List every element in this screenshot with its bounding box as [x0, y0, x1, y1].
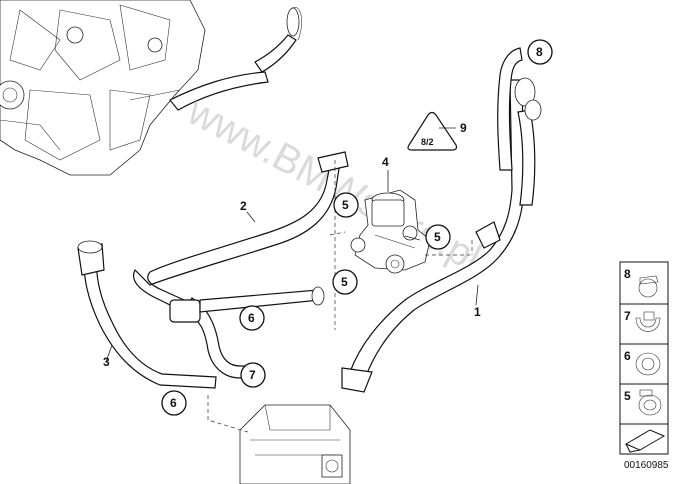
- legend-box-7: [619, 303, 669, 345]
- part-label-9: 9: [460, 121, 467, 135]
- hose-2: [133, 151, 349, 311]
- callout-5-right: 5: [425, 224, 451, 250]
- svg-text:5: 5: [341, 275, 348, 289]
- callout-8: 8: [527, 39, 553, 65]
- engine-block-illustration: [0, 0, 302, 176]
- warning-sign-text: 8/2: [421, 137, 434, 147]
- document-number: 00160985: [624, 460, 669, 471]
- legend-label-5: 5: [624, 389, 631, 403]
- reference-lines: [207, 160, 473, 433]
- svg-text:6: 6: [248, 311, 255, 325]
- svg-text:8: 8: [536, 45, 543, 59]
- heater-unit-illustration: [239, 404, 351, 484]
- worm-clamp-icon: [638, 394, 662, 416]
- legend-panel: 8 7 6 5: [619, 261, 669, 455]
- callout-7: 7: [240, 362, 266, 388]
- hose-3: [77, 240, 217, 389]
- warning-sign: 8/2: [407, 111, 458, 151]
- callout-6-middle: 6: [239, 305, 265, 331]
- legend-label-6: 6: [624, 349, 631, 363]
- spring-clamp-icon: [635, 317, 661, 332]
- water-valve: [350, 189, 431, 274]
- svg-text:7: 7: [249, 368, 256, 382]
- legend-label-7: 7: [624, 309, 631, 323]
- installation-arrow-icon: [624, 429, 666, 453]
- svg-text:5: 5: [434, 230, 441, 244]
- leader-lines: [105, 127, 479, 363]
- callout-5-middle: 5: [332, 269, 358, 295]
- callout-6-bottom: 6: [161, 390, 187, 416]
- legend-label-8: 8: [624, 267, 631, 281]
- clip-clamp-icon: [635, 352, 661, 376]
- svg-text:6: 6: [170, 396, 177, 410]
- hose-clamp-icon: [638, 278, 658, 298]
- hose-1: [341, 47, 542, 393]
- legend-box-8: [619, 261, 669, 305]
- part-label-4: 4: [382, 155, 389, 169]
- callout-5-top: 5: [333, 192, 359, 218]
- part-label-1: 1: [474, 305, 481, 319]
- part-label-2: 2: [240, 199, 247, 213]
- svg-text:5: 5: [342, 198, 349, 212]
- hose-7: [169, 286, 325, 379]
- part-label-3: 3: [103, 355, 110, 369]
